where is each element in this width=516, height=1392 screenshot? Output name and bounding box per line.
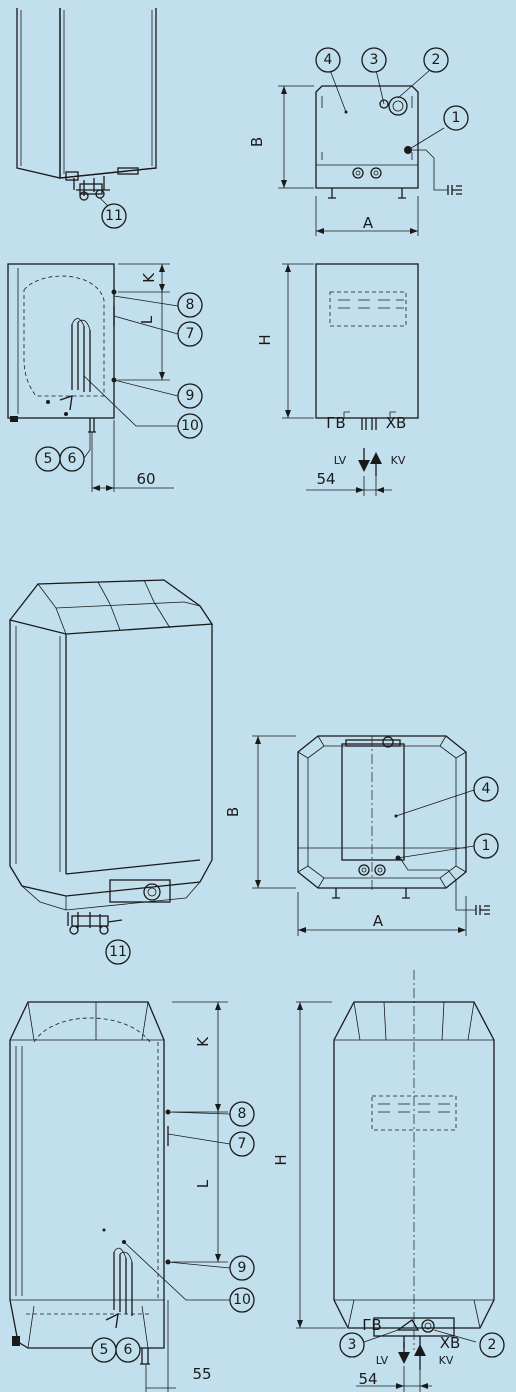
label-kv-top: KV <box>391 454 406 467</box>
svg-text:3: 3 <box>370 52 379 68</box>
svg-text:9: 9 <box>238 1260 247 1276</box>
large-heater-perspective <box>8 579 214 935</box>
callout-4-bottom: 4 <box>473 776 499 802</box>
small-heater-side <box>7 263 179 492</box>
svg-text:2: 2 <box>432 52 441 68</box>
callout-8-bottom: 8 <box>229 1101 255 1127</box>
callout-1-bottom: 1 <box>473 833 499 859</box>
callout-1-top: 1 <box>443 105 469 131</box>
callout-9-top: 9 <box>177 383 203 409</box>
callout-10-bottom: 10 <box>229 1287 255 1313</box>
svg-text:6: 6 <box>124 1342 133 1358</box>
label-cold-water-bottom: ХВ <box>440 1334 461 1352</box>
small-heater-back <box>282 263 419 496</box>
svg-text:10: 10 <box>181 418 199 434</box>
dim-label-H-top: H <box>256 334 274 345</box>
callout-6-bottom: 6 <box>115 1337 141 1363</box>
svg-text:4: 4 <box>482 781 491 797</box>
dim-label-54-bottom: 54 <box>358 1370 377 1388</box>
dim-label-K-bottom: K <box>194 1036 212 1047</box>
callout-2-bottom: 2 <box>479 1332 505 1358</box>
large-heater-back <box>296 970 495 1392</box>
label-lv-bottom: LV <box>376 1354 389 1367</box>
callout-6-top: 6 <box>59 446 85 472</box>
callout-4-top: 4 <box>315 47 341 73</box>
callout-5-bottom: 5 <box>91 1337 117 1363</box>
svg-text:11: 11 <box>109 944 127 960</box>
label-cold-water-top: ХВ <box>386 414 407 432</box>
svg-text:1: 1 <box>482 838 491 854</box>
large-heater-side <box>9 1001 231 1392</box>
callout-9-bottom: 9 <box>229 1255 255 1281</box>
callout-7-top: 7 <box>177 321 203 347</box>
label-lv-top: LV <box>334 454 347 467</box>
callout-2-top: 2 <box>423 47 449 73</box>
svg-text:6: 6 <box>68 451 77 467</box>
svg-text:8: 8 <box>238 1106 247 1122</box>
svg-text:11: 11 <box>105 208 123 224</box>
svg-text:7: 7 <box>238 1136 247 1152</box>
dim-label-L-top: L <box>138 315 156 324</box>
callout-11-top: 11 <box>101 203 127 229</box>
svg-text:1: 1 <box>452 110 461 126</box>
callout-7-bottom: 7 <box>229 1131 255 1157</box>
small-heater-perspective <box>16 8 157 209</box>
svg-text:2: 2 <box>488 1337 497 1353</box>
svg-text:5: 5 <box>44 451 53 467</box>
svg-text:3: 3 <box>348 1337 357 1353</box>
dim-label-K-top: K <box>140 272 158 283</box>
callout-10-top: 10 <box>177 413 203 439</box>
callout-5-top: 5 <box>35 446 61 472</box>
svg-text:9: 9 <box>186 388 195 404</box>
svg-text:8: 8 <box>186 297 195 313</box>
callout-3-bottom: 3 <box>339 1332 365 1358</box>
dim-label-A-bottom: A <box>373 912 384 930</box>
dim-label-B-top: B <box>248 137 266 147</box>
dim-label-A-top: A <box>363 214 374 232</box>
dim-label-B-bottom: B <box>224 807 242 817</box>
dim-label-55: 55 <box>192 1365 211 1383</box>
label-hot-water-bottom: ГВ <box>362 1316 381 1334</box>
label-hot-water-top: ГВ <box>326 414 345 432</box>
svg-text:10: 10 <box>233 1292 251 1308</box>
dim-label-54-top: 54 <box>316 470 335 488</box>
svg-text:5: 5 <box>100 1342 109 1358</box>
svg-text:4: 4 <box>324 52 333 68</box>
svg-text:7: 7 <box>186 326 195 342</box>
callout-3-top: 3 <box>361 47 387 73</box>
dim-label-60: 60 <box>136 470 155 488</box>
callout-11-bottom: 11 <box>105 939 131 965</box>
dim-label-H-bottom: H <box>272 1154 290 1165</box>
dim-label-L-bottom: L <box>194 1179 212 1188</box>
large-heater-front <box>252 735 490 936</box>
small-heater-front <box>278 85 462 236</box>
callout-8-top: 8 <box>177 292 203 318</box>
label-kv-bottom: KV <box>439 1354 454 1367</box>
